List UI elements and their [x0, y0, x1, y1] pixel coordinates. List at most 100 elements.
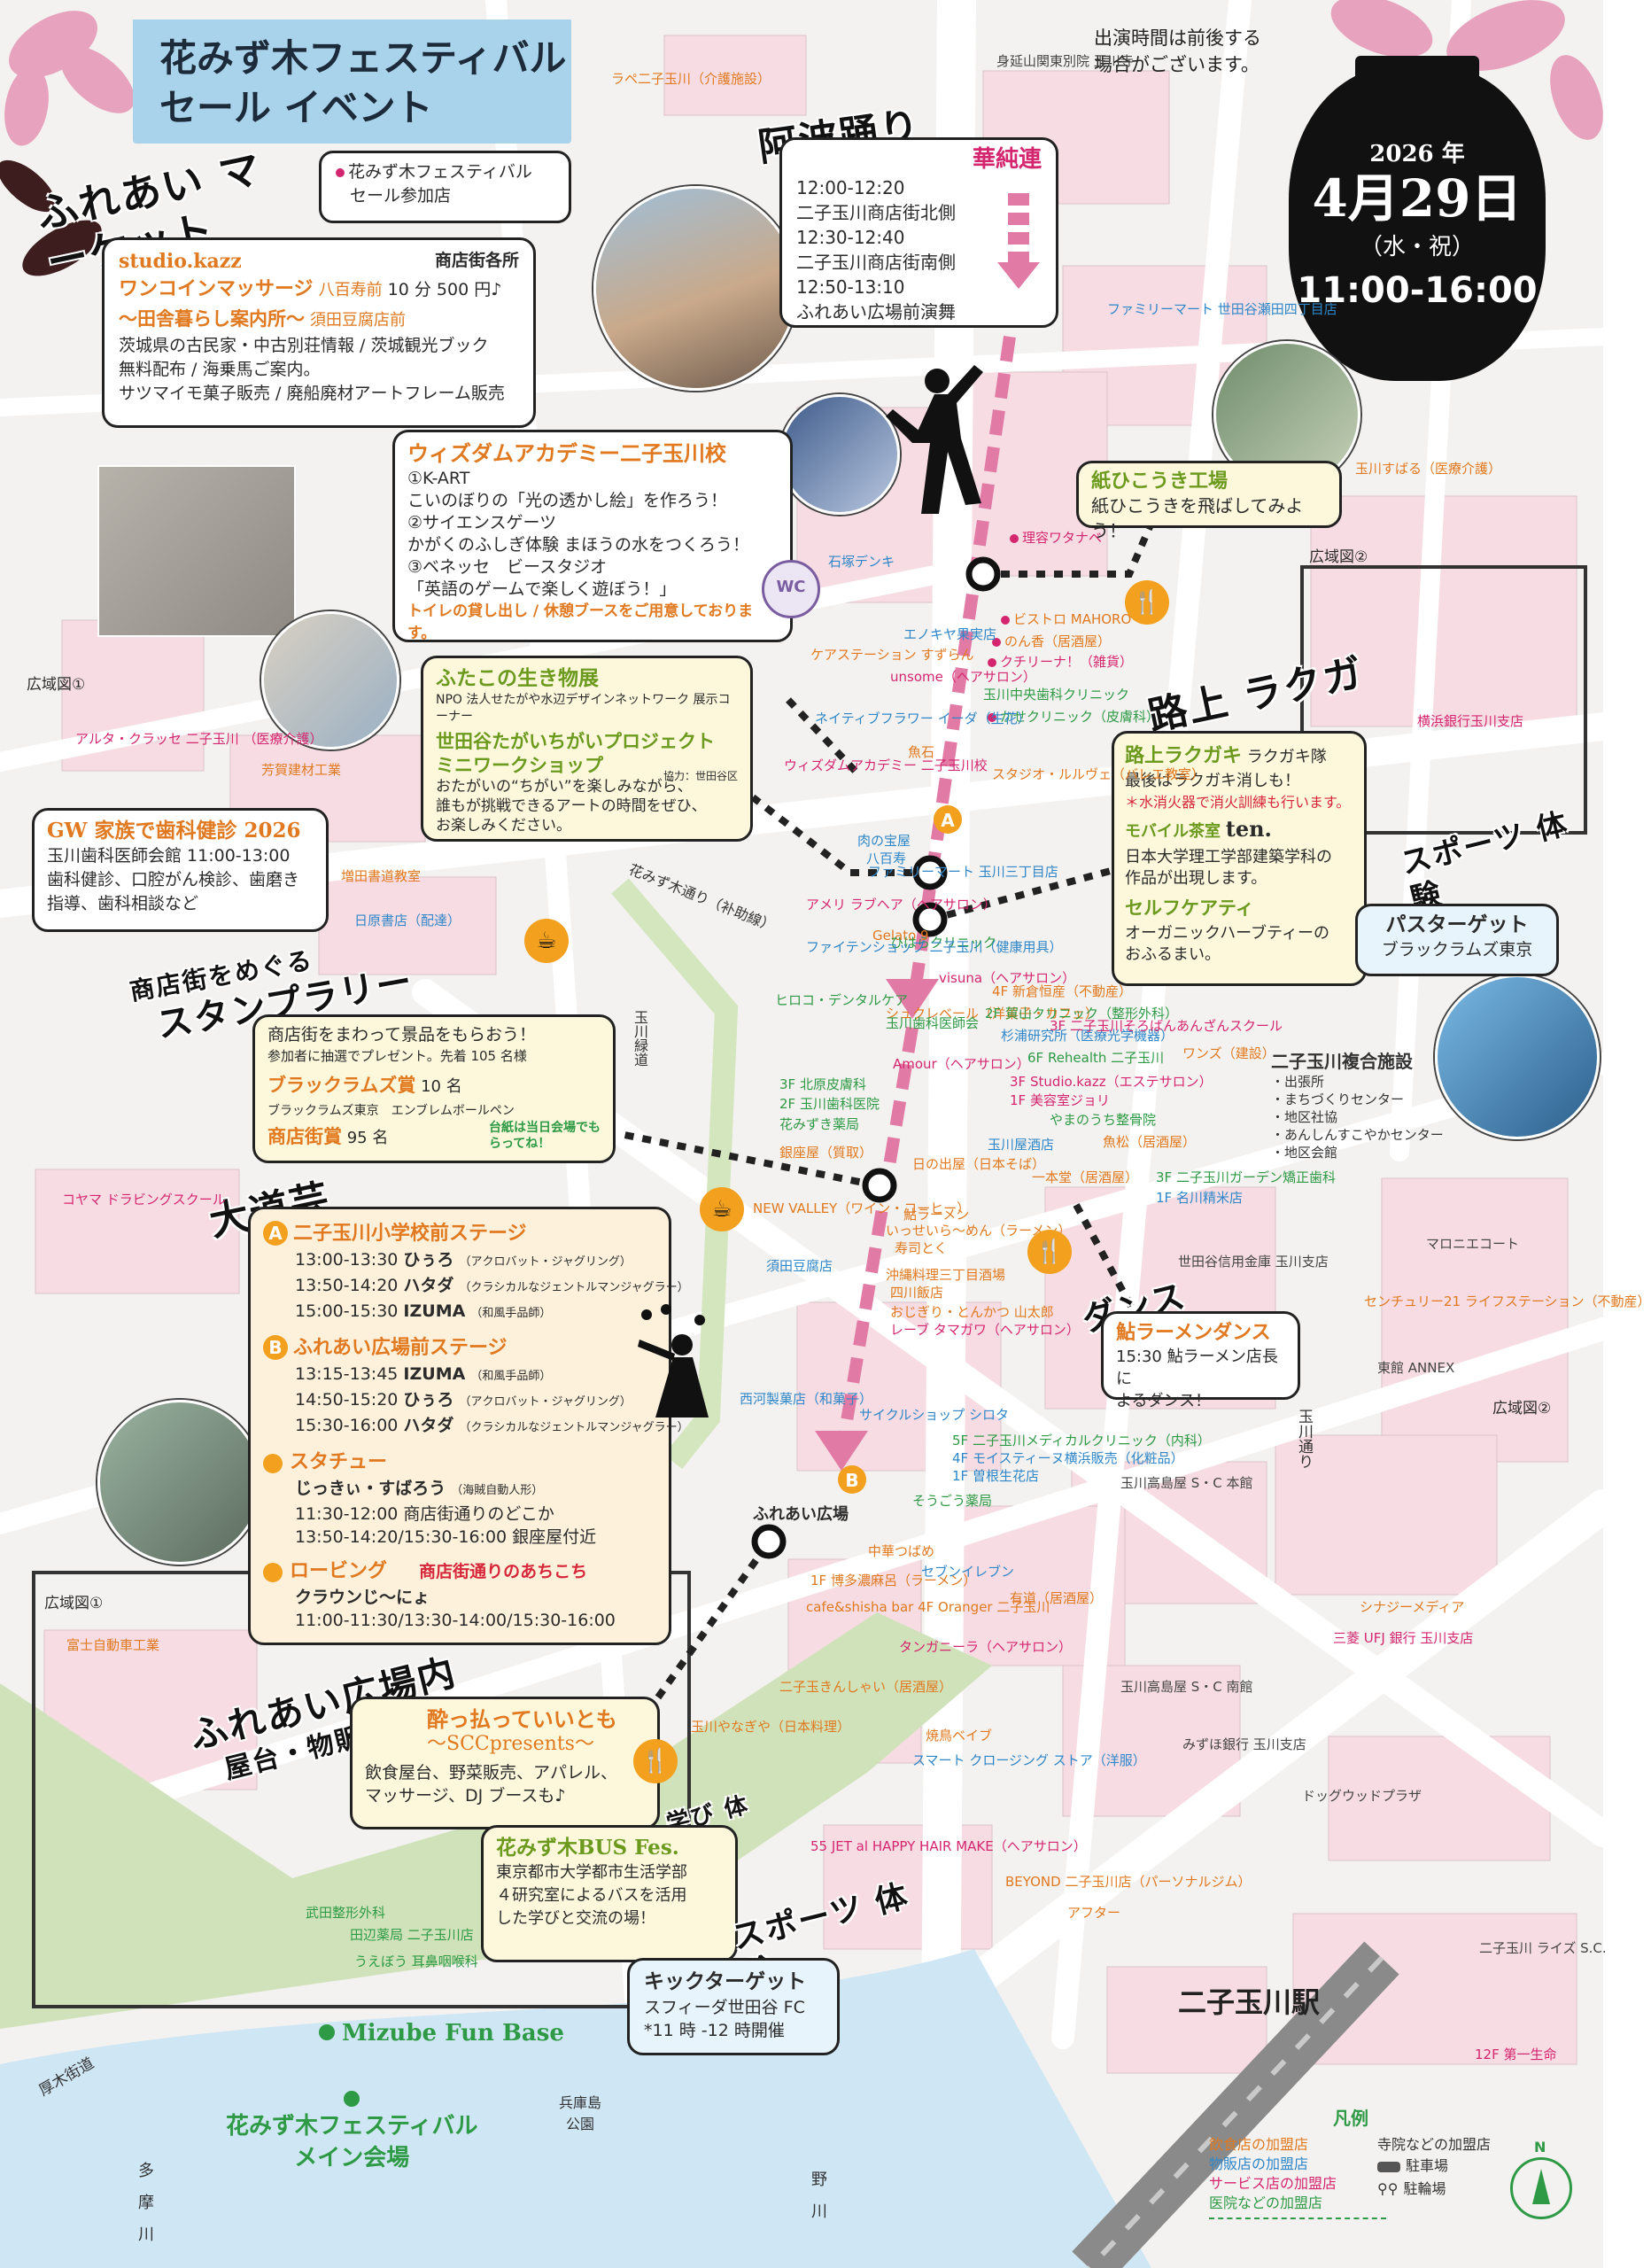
shop-label: セブンイレブン — [921, 1564, 1014, 1580]
shop-name: 日の出屋（日本そば） — [912, 1156, 1046, 1172]
shop-label: かせクリニック（皮膚科） — [988, 709, 1159, 725]
rakugaki-title: 路上ラクガキ — [1125, 744, 1243, 767]
car-icon — [1377, 2161, 1400, 2172]
shop-name: 肉の宝屋 — [857, 833, 911, 849]
stage-b-row-1: 13:15-13:45 IZUMA （和風手品師） — [295, 1364, 552, 1384]
shop-label: 東館 ANNEX — [1377, 1360, 1454, 1376]
shop-name: 有道（居酒屋） — [1010, 1590, 1104, 1606]
lantern-weekday: （水・祝） — [1359, 234, 1475, 260]
shop-name: コヤマ ドラビングスクール — [62, 1192, 226, 1208]
shop-label: クチリーナ！（雑貨） — [988, 654, 1133, 670]
main-venue-line-2: メイン会場 — [294, 2145, 410, 2171]
statue-name: じっきぃ・すばろう — [295, 1479, 446, 1498]
shop-name: 3F 二子玉川そろばんあんざんスクール — [1050, 1018, 1283, 1034]
shop-name: ドッグウッドプラザ — [1302, 1788, 1422, 1804]
legend-parking-label: 駐車場 — [1406, 2157, 1449, 2174]
bus-line-2: ４研究室によるバスを活用 — [496, 1886, 687, 1905]
shop-label: 武田整形外科 — [306, 1905, 385, 1921]
rakugaki-cafe-label: モバイル茶室 — [1125, 822, 1221, 841]
shop-label: 5F 二子玉川メディカルクリニック（内科） — [952, 1433, 1211, 1449]
shop-label: ラペ二子玉川（介護施設） — [611, 71, 771, 87]
legend-underline — [1209, 2218, 1386, 2219]
food-icon-3: 🍴 — [633, 1739, 678, 1783]
stage-b-row-3: 15:30-16:00 ハタダ （クラシカルなジェントルマンジャグラー） — [295, 1416, 689, 1435]
shop-name: ウィズダムアカデミー 二子玉川校 — [784, 757, 988, 773]
kouiki2b-label: 広域図② — [1492, 1400, 1552, 1418]
awa-odori-group: 華純連 — [972, 146, 1042, 173]
shop-name: レーブ タマガワ（ヘアサロン） — [890, 1322, 1080, 1338]
shop-label: 3F 二子玉川そろばんあんざんスクール — [1050, 1018, 1283, 1034]
awa-odori-arrow-icon — [1008, 193, 1029, 264]
shop-name: 玉川屋酒店 — [988, 1137, 1055, 1153]
shop-label: 1F 曽根生花店 — [952, 1468, 1039, 1484]
shop-name: NEW VALLEY（ワイン・コーヒー） — [753, 1200, 971, 1216]
stage-a-badge: A — [263, 1221, 288, 1246]
shop-label: アメリ ラブヘア（ヘアサロン） — [806, 897, 996, 913]
shop-name: 二子玉きんしゃい（居酒屋） — [779, 1679, 953, 1695]
stage-a-title: 二子玉川小学校前ステージ — [293, 1222, 527, 1245]
stamp-prize2-count: 95 名 — [346, 1129, 389, 1147]
ryokudo-label: 玉川緑道 — [632, 1010, 648, 1067]
shop-label: 4F 新倉恒産（不動産） — [992, 983, 1132, 999]
shop-name: Gelato 9 — [872, 928, 929, 944]
shop-name: 三菱 UFJ 銀行 玉川支店 — [1333, 1630, 1474, 1646]
shop-label: ヒロコ・デンタルケア — [775, 992, 908, 1008]
sports1-text: ブラックラムズ東京 — [1381, 940, 1533, 959]
statue-note: （海賊自動人形） — [451, 1484, 544, 1497]
shop-name: エノキヤ果実店 — [903, 626, 997, 642]
stamp-prize1-count: 10 名 — [421, 1077, 462, 1096]
shop-label: ネイティブフラワー イーダ（生花） — [815, 711, 1031, 726]
shop-label: ファイテンショップ 二子玉川（健康用具） — [806, 939, 1062, 955]
shop-label: 西河製菓店（和菓子） — [740, 1391, 872, 1407]
shop-label: マロニエコート — [1426, 1236, 1519, 1252]
shop-name: 1F 曽根生花店 — [952, 1468, 1039, 1484]
hiroba-line-2: マッサージ、DJ ブースも♪ — [365, 1786, 566, 1806]
sports1-title: パスターゲット — [1385, 913, 1529, 936]
photo-workshop — [779, 394, 900, 515]
shop-label: 魚松（居酒屋） — [1103, 1134, 1196, 1150]
lantern-year: 2026 年 — [1369, 141, 1465, 167]
legend-item-service: サービス店の加盟店 — [1209, 2175, 1337, 2192]
shop-name: 玉川歯科医師会 — [886, 1015, 980, 1031]
shop-name: BEYOND 二子玉川店（パーソナルジム） — [1005, 1874, 1252, 1890]
shop-name: 玉川中央歯科クリニック — [983, 687, 1130, 703]
wisdom-line-5: ③ベネッセ ビースタジオ — [407, 557, 608, 577]
title-line-1: 花みず木フェスティバル — [159, 36, 567, 80]
shop-label: 三菱 UFJ 銀行 玉川支店 — [1333, 1630, 1473, 1646]
shop-name: unsome（ヘアサロン） — [890, 669, 1036, 685]
food-icon-1: 🍴 — [1125, 580, 1169, 625]
shop-label: 4F モイスティーヌ横浜販売（化粧品） — [952, 1450, 1184, 1466]
shop-name: 1F 博多濃麻呂（ラーメン） — [810, 1573, 977, 1588]
shop-name: 玉川高島屋 S・C 南館 — [1120, 1679, 1253, 1695]
shop-name: アフター — [1067, 1905, 1121, 1921]
complex-title: 二子玉川複合施設 — [1271, 1051, 1413, 1072]
shop-label: ビストロ MAHORO — [1001, 611, 1131, 627]
shop-label: タンガニーラ（ヘアサロン） — [899, 1639, 1072, 1655]
shop-label: 鮎ラーメン — [903, 1207, 969, 1223]
shop-name: ラペ二子玉川（介護施設） — [611, 71, 771, 87]
futako-line-2: 誰もが挑戦できるアートの時間をぜひ、 — [436, 797, 707, 815]
sports1-box: パスターゲット ブラックラムズ東京 — [1355, 904, 1559, 976]
shop-name: 1F 名川精米店 — [1156, 1190, 1243, 1206]
shop-label: 3F Studio.kazz（エステサロン） — [1010, 1074, 1213, 1090]
ramen-line-2: よるダンス！ — [1116, 1392, 1212, 1410]
shop-name: アルタ・クラッセ 二子玉川 （医療介護） — [75, 731, 323, 747]
stage-b-badge: B — [263, 1335, 288, 1360]
complex-item-3: ・地区社協 — [1271, 1109, 1338, 1125]
shop-name: ヒロコ・デンタルケア — [775, 992, 909, 1008]
shop-name: 身延山関東別院 玉川寺 — [996, 53, 1134, 69]
shop-label: 須田豆腐店 — [766, 1258, 833, 1274]
hiroba-title: 酔っ払っていいとも — [427, 1706, 617, 1732]
stage-b-title: ふれあい広場前ステージ — [293, 1336, 508, 1359]
awa-odori-arrowhead-icon — [997, 262, 1040, 289]
shop-label: cafe&shisha bar 4F Oranger 二子玉川 — [806, 1599, 1050, 1615]
shop-label: ウィズダムアカデミー 二子玉川校 — [784, 757, 988, 773]
shop-name: 1F 美容室ジョリ — [1010, 1092, 1110, 1108]
shop-label: 3F 北原皮膚科 — [779, 1076, 866, 1092]
shop-name: 須田豆腐店 — [766, 1258, 833, 1274]
shop-name: うえぼう 耳鼻咽喉科 — [354, 1953, 478, 1969]
shop-label: 一本堂（居酒屋） — [1032, 1169, 1138, 1185]
shop-name: 増田書道教室 — [341, 868, 422, 884]
shop-name: 西河製菓店（和菓子） — [740, 1391, 873, 1407]
lantern-top — [1355, 56, 1479, 82]
